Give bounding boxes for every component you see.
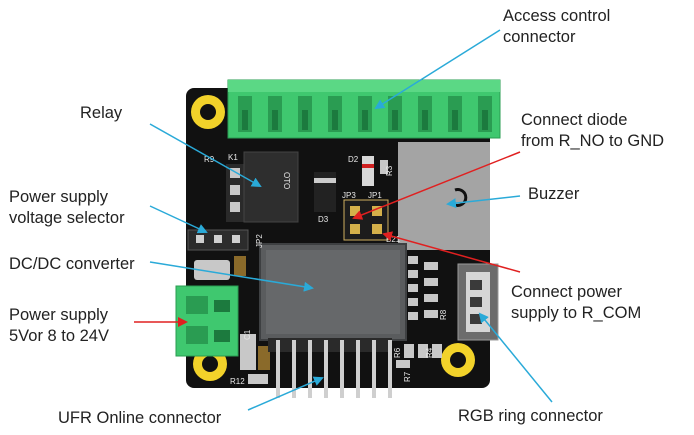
label-connect-power: Connect power supply to R_COM <box>511 282 641 324</box>
label-power-selector-line2: voltage selector <box>9 209 125 227</box>
silk-k1: K1 <box>228 153 238 162</box>
power-supply-connector <box>175 285 239 357</box>
callout-lines <box>134 29 553 411</box>
silk-d2: D2 <box>348 155 359 164</box>
label-connect-power-line2: supply to R_COM <box>511 304 642 322</box>
arrow-access-control <box>374 29 501 110</box>
label-dcdc: DC/DC converter <box>9 254 135 275</box>
silk-r9: R9 <box>204 155 215 164</box>
label-access-control-line2: connector <box>503 28 576 46</box>
access-control-connector <box>227 79 501 139</box>
diode-d2 <box>362 156 374 186</box>
silk-jp3: JP3 <box>342 191 356 200</box>
capacitor-left-2 <box>234 256 246 276</box>
silk-r8: R8 <box>439 309 448 320</box>
label-power-supply-line2: 5Vor 8 to 24V <box>9 327 109 345</box>
mount-hole-bottom-right <box>441 343 475 377</box>
label-power-supply: Power supply 5Vor 8 to 24V <box>9 305 109 347</box>
buzzer <box>398 142 490 250</box>
arrow-buzzer <box>446 195 521 209</box>
arrow-power-selector <box>149 205 208 234</box>
mount-hole-top-left <box>191 95 225 129</box>
label-connect-diode-line2: from R_NO to GND <box>521 132 665 150</box>
smd-components-right <box>396 256 442 368</box>
silk-r7: R7 <box>403 371 412 382</box>
arrow-ufr-online <box>247 376 324 411</box>
silk-d3: D3 <box>318 215 329 224</box>
label-power-supply-line1: Power supply <box>9 306 109 324</box>
label-connect-diode: Connect diode from R_NO to GND <box>521 110 664 152</box>
label-ufr-online: UFR Online connector <box>58 408 221 429</box>
resistor-r12 <box>258 346 270 370</box>
silk-r4: R4 <box>425 347 434 358</box>
jumper-block-jp3-jp1 <box>343 199 389 241</box>
label-connect-power-line1: Connect power <box>511 283 622 301</box>
label-access-control: Access control connector <box>503 6 610 48</box>
capacitor-left-1 <box>194 260 230 280</box>
label-power-selector-line1: Power supply <box>9 188 109 206</box>
silk-jp1: JP1 <box>368 191 382 200</box>
label-dcdc-text: DC/DC converter <box>9 255 135 273</box>
voltage-selector-jp2 <box>187 229 249 251</box>
ufr-online-connector <box>268 338 392 398</box>
svg-text:OTO: OTO <box>282 172 291 189</box>
silk-jp2: JP2 <box>255 234 264 248</box>
label-rgb-ring: RGB ring connector <box>458 406 603 427</box>
resistor-r3 <box>380 160 388 174</box>
label-relay-text: Relay <box>80 104 123 122</box>
label-ufr-online-text: UFR Online connector <box>58 409 222 427</box>
label-power-selector: Power supply voltage selector <box>9 187 125 229</box>
capacitor-c1 <box>240 334 256 370</box>
silk-r3: R3 <box>385 165 394 176</box>
label-buzzer: Buzzer <box>528 184 579 205</box>
arrow-rgb-ring <box>478 312 553 403</box>
label-relay: Relay <box>80 103 122 124</box>
relay: OTO <box>226 151 299 223</box>
arrow-connect-diode <box>352 151 521 220</box>
silk-b21: B21 <box>386 235 401 244</box>
silk-r12: R12 <box>230 377 245 386</box>
label-connect-diode-line1: Connect diode <box>521 111 628 129</box>
silk-r6: R6 <box>393 347 402 358</box>
silk-c1: C1 <box>243 329 252 340</box>
label-buzzer-text: Buzzer <box>528 185 580 203</box>
arrow-connect-power <box>382 231 521 273</box>
label-access-control-line1: Access control <box>503 7 611 25</box>
diode-d3 <box>314 172 336 212</box>
label-rgb-ring-text: RGB ring connector <box>458 407 603 425</box>
dcdc-converter <box>259 243 407 341</box>
arrow-dcdc <box>149 261 314 292</box>
arrow-relay <box>149 123 262 187</box>
smd-chip <box>248 374 268 384</box>
